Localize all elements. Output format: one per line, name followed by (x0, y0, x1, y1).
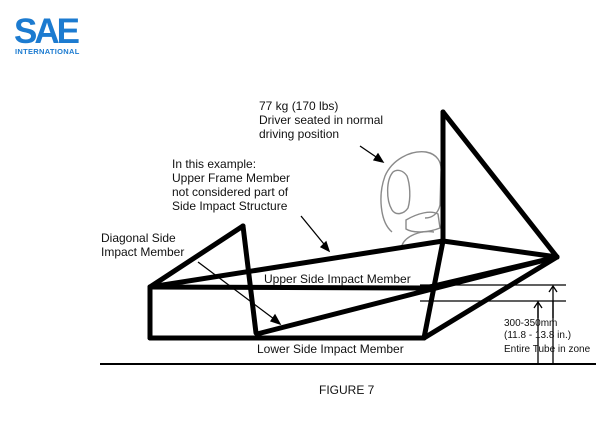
leader-arrows (197, 145, 385, 326)
sae-logo-subtitle: INTERNATIONAL (15, 47, 80, 56)
sae-logo: SAE (14, 12, 80, 51)
lower-side-impact-label: Lower Side Impact Member (257, 342, 404, 356)
zone-arrows (533, 284, 558, 318)
driver-helmet (380, 151, 442, 246)
chassis-frame (147, 109, 560, 341)
upper-frame-annotation: In this example: Upper Frame Member not … (172, 157, 291, 214)
upper-side-impact-label: Upper Side Impact Member (264, 272, 411, 286)
figure-caption: FIGURE 7 (319, 383, 375, 397)
zone-annotation: 300-350mm (11.8 - 13.8 in.) Entire Tube … (504, 318, 591, 355)
diagonal-member-annotation: Diagonal Side Impact Member (101, 231, 185, 260)
driver-annotation: 77 kg (170 lbs) Driver seated in normal … (259, 99, 384, 142)
